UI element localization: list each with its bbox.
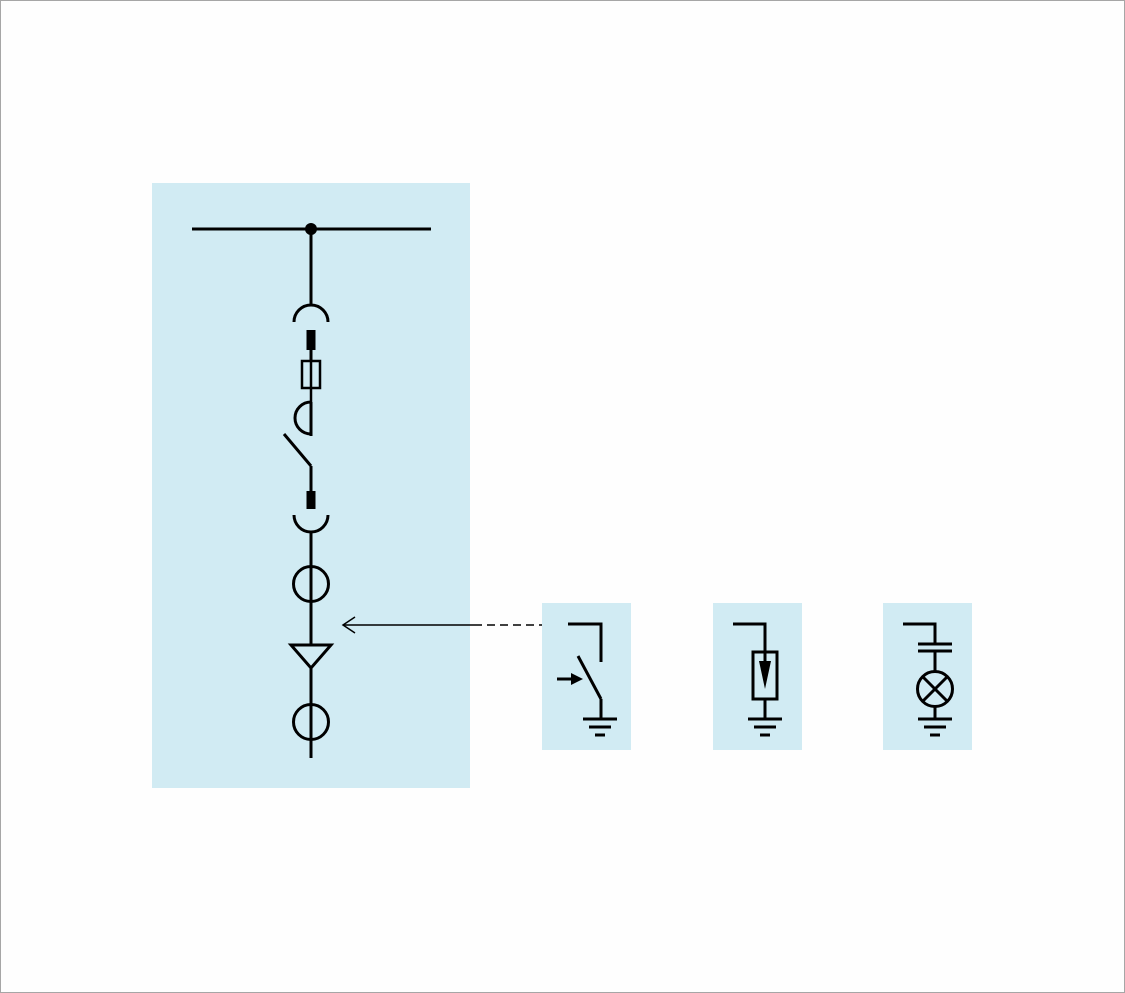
fuse-symbol <box>300 359 322 402</box>
busbar-symbol <box>192 223 431 305</box>
earthing-switch-panel <box>542 603 631 750</box>
main-panel <box>152 183 470 788</box>
connector-arrow <box>341 616 543 634</box>
earthing-switch-icon <box>557 622 617 737</box>
earthing-switch-panel-background <box>542 603 631 750</box>
plug-in-contact-upper-symbol <box>292 303 330 361</box>
current-transformer-upper-symbol <box>292 565 330 645</box>
cable-termination-symbol <box>287 643 335 705</box>
voltage-detector-panel <box>713 603 802 750</box>
indicator-lamp-panel <box>883 603 972 750</box>
indicator-lamp-icon <box>903 622 954 737</box>
voltage-detector-icon <box>733 622 782 737</box>
plug-in-contact-lower-symbol <box>292 491 330 566</box>
load-break-switch-symbol <box>282 400 313 491</box>
current-transformer-lower-symbol <box>292 703 330 758</box>
